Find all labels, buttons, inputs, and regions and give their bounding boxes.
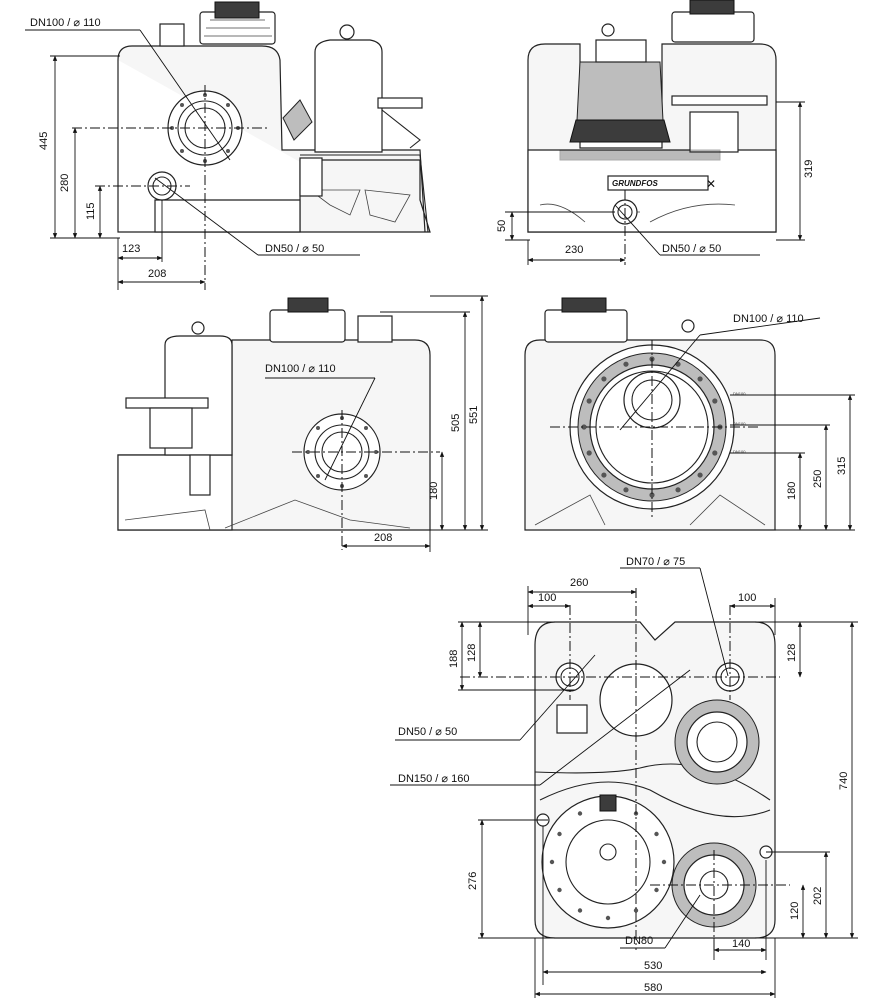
top-callout-dn150: DN150 / ⌀ 160 — [398, 773, 469, 785]
front-view: DN100 / ⌀ 110 DN50 / ⌀ 50 445 280 115 12… — [25, 1, 431, 290]
rear-dim-208: 208 — [374, 532, 392, 544]
top-dim-128-right: 128 — [786, 644, 798, 662]
bolt — [557, 831, 562, 837]
bolt — [633, 908, 639, 913]
bolt — [623, 361, 629, 367]
side-right-view: GRUNDFOS ✕ 319 50 230 DN50 / ⌀ 50 — [496, 0, 815, 265]
top-callout-dn70: DN70 / ⌀ 75 — [626, 556, 685, 568]
rear-motor-housing — [269, 309, 346, 343]
front-callout-dn100: DN100 / ⌀ 110 — [30, 17, 101, 29]
bolt — [649, 492, 655, 498]
top-dim-128-left: 128 — [466, 644, 478, 662]
side-brand-text: GRUNDFOS — [612, 179, 658, 188]
side-left-small-label-2: DN100 — [733, 421, 746, 426]
front-dim-208: 208 — [148, 268, 166, 280]
rear-dim-505: 505 — [450, 414, 462, 432]
side-left-small-label-3: DN100 — [733, 449, 746, 454]
side-left-small-label-1: DN100 — [733, 391, 746, 396]
front-lower-shell — [154, 199, 301, 233]
bolt — [661, 859, 667, 865]
rear-dim-180: 180 — [428, 482, 440, 500]
side-dim-50: 50 — [496, 220, 508, 232]
bolt — [577, 908, 583, 913]
side-brand-plate — [607, 175, 709, 191]
bolt — [712, 398, 718, 404]
front-motor-cap — [214, 1, 260, 19]
bolt — [601, 472, 607, 478]
bolt — [586, 450, 592, 456]
rear-dim-551: 551 — [468, 406, 480, 424]
top-dim-276: 276 — [467, 872, 479, 890]
top-access-cover — [541, 795, 675, 929]
side-left-view: DN100 DN100 DN100 DN100 / ⌀ 110 315 250 … — [524, 297, 855, 531]
side-left-dim-180: 180 — [786, 482, 798, 500]
front-dim-115: 115 — [85, 202, 97, 220]
top-dim-100-left: 100 — [538, 592, 556, 604]
top-dim-188: 188 — [448, 650, 460, 668]
rear-callout-dn100: DN100 / ⌀ 110 — [265, 363, 336, 375]
bolt — [577, 811, 583, 816]
side-left-dim-315: 315 — [836, 457, 848, 475]
top-dim-140: 140 — [732, 938, 750, 950]
top-dim-740: 740 — [838, 772, 850, 790]
bolt — [675, 487, 681, 493]
bolt — [697, 472, 703, 478]
side-dim-319: 319 — [803, 160, 815, 178]
bolt — [601, 376, 607, 382]
bolt — [549, 859, 555, 865]
bolt — [654, 831, 659, 837]
side-left-dim-250: 250 — [812, 470, 824, 488]
bolt — [697, 376, 703, 382]
front-outlet-flange — [377, 97, 423, 109]
top-dim-530: 530 — [644, 960, 662, 972]
front-dim-280: 280 — [59, 174, 71, 192]
top-view: DN70 / ⌀ 75 DN50 / ⌀ 50 DN150 / ⌀ 160 DN… — [390, 556, 858, 998]
rear-view: DN100 / ⌀ 110 505 551 180 208 — [117, 295, 488, 552]
bolt — [623, 487, 629, 493]
top-dim-202: 202 — [812, 887, 824, 905]
top-dim-260: 260 — [570, 577, 588, 589]
front-vent-pipe — [159, 23, 185, 47]
front-dim-445: 445 — [38, 132, 50, 150]
top-callout-dn80: DN80 — [625, 935, 653, 947]
svg-text:✕: ✕ — [706, 177, 716, 191]
front-dim-123: 123 — [122, 243, 140, 255]
bolt — [586, 398, 592, 404]
side-callout-dn50: DN50 / ⌀ 50 — [662, 243, 721, 255]
bolt — [557, 887, 562, 893]
bolt — [712, 450, 718, 456]
side-dim-230: 230 — [565, 244, 583, 256]
front-pump-column — [314, 39, 383, 153]
side-left-callout-dn100: DN100 / ⌀ 110 — [733, 313, 804, 325]
bolt — [605, 915, 611, 921]
top-callout-dn50: DN50 / ⌀ 50 — [398, 726, 457, 738]
bolt — [675, 361, 681, 367]
top-dim-100-right: 100 — [738, 592, 756, 604]
front-callout-dn50: DN50 / ⌀ 50 — [265, 243, 324, 255]
top-dim-580: 580 — [644, 982, 662, 994]
bolt — [581, 424, 587, 430]
bolt — [654, 887, 659, 893]
top-dim-120: 120 — [789, 902, 801, 920]
